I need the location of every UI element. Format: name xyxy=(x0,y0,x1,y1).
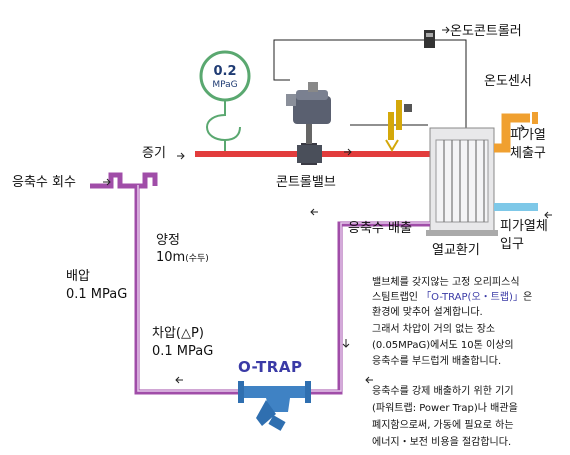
desc-otrap-highlight: 「O-TRAP(오・트랩)」 xyxy=(421,292,523,303)
heated-outlet-pipe xyxy=(494,112,538,153)
desc-p2-line3: 폐지함으로써, 가동에 필요로 하는 xyxy=(372,420,514,431)
desc-p1-line2-post: 은 xyxy=(522,292,533,303)
temp-controller-icon xyxy=(424,30,435,48)
lift-unit: (수두) xyxy=(185,254,209,264)
heated-inlet-label-line2: 입구 xyxy=(500,237,524,252)
desc-p1-line4: 그래서 차압이 거의 없는 장소 xyxy=(372,324,496,335)
desc-p2-line4: 에너지・보전 비용을 절감합니다. xyxy=(372,437,512,448)
desc-p1-line3: 환경에 맞추어 설계합니다. xyxy=(372,307,483,318)
otrap-icon xyxy=(238,381,311,431)
control-valve-label: 콘트롤밸브 xyxy=(276,175,336,190)
temp-sensor-label: 온도센서 xyxy=(484,74,532,89)
steam-label: 증기 xyxy=(142,146,166,161)
lift-value: 10m xyxy=(156,250,186,265)
lift-label: 양정 xyxy=(156,233,180,248)
desc-p2-line1: 응축수를 강제 배출하기 위한 기기 xyxy=(372,386,514,397)
heated-outlet-label-line1: 피가열 xyxy=(510,128,546,143)
flow-arrows xyxy=(103,26,552,384)
condensate-pipe xyxy=(90,172,430,395)
lift-value-row: 10m(수두) xyxy=(156,250,209,267)
condensate-discharge-label: 응축수 배출 xyxy=(348,221,412,236)
diff-pressure-value: 0.1 MPaG xyxy=(152,344,214,359)
control-valve-icon xyxy=(286,82,331,165)
desc-p1-line2-pre: 스팀트랩인 xyxy=(372,292,422,303)
heated-inlet-label-line1: 피가열체 xyxy=(500,219,548,234)
heated-outlet-label-line2: 체출구 xyxy=(510,146,546,161)
heated-inlet-pipe xyxy=(494,203,538,211)
condensate-pipe-highlight xyxy=(137,185,430,392)
temp-sensor-icon xyxy=(385,100,412,152)
temp-controller-label: 온도콘트롤러 xyxy=(450,24,522,39)
diff-pressure-label: 차압(△P) xyxy=(152,326,204,341)
desc-p1-line2: 스팀트랩인 「O-TRAP(오・트랩)」은 xyxy=(372,290,532,305)
heat-exchanger-icon xyxy=(426,127,498,236)
pressure-gauge-icon xyxy=(199,50,251,154)
desc-p1-line1: 밸브체를 갖지않는 고정 오리피스식 xyxy=(372,277,520,288)
desc-p1-line6: 응축수를 부드럽게 배출합니다. xyxy=(372,356,502,367)
back-pressure-value: 0.1 MPaG xyxy=(66,287,128,302)
condensate-return-label: 응축수 회수 xyxy=(12,175,76,190)
desc-p1-line5: (0.05MPaG)에서도 10톤 이상의 xyxy=(372,340,514,351)
heat-exchanger-label: 열교환기 xyxy=(432,243,480,258)
gauge-value: 0.2 xyxy=(213,64,237,79)
otrap-label: O-TRAP xyxy=(238,358,303,376)
desc-p2-line2: (파워트랩: Power Trap)나 배관을 xyxy=(372,403,518,414)
back-pressure-label: 배압 xyxy=(66,269,90,284)
gauge-unit: MPaG xyxy=(212,80,238,90)
